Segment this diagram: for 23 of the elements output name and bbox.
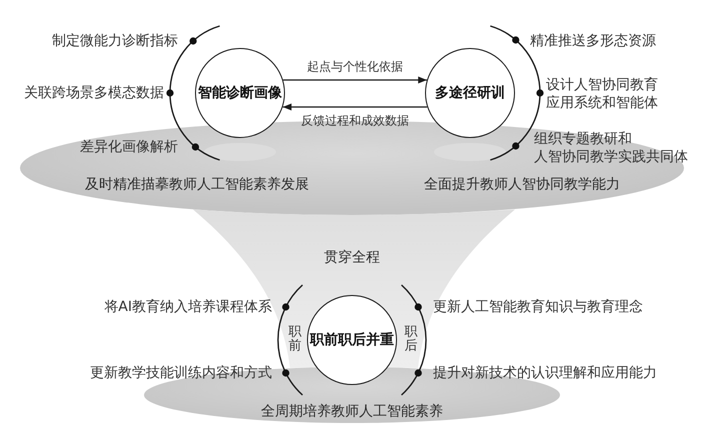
arrow [282, 104, 428, 110]
funnel-caption: 贯穿全程 [324, 250, 380, 266]
circle-title: 多途径研训 [435, 84, 505, 102]
edge-label: 反馈过程和成效数据 [301, 114, 409, 128]
band-caption: 全周期培养教师人工智能素养 [261, 404, 443, 420]
vertical-label: 职后 [404, 326, 418, 354]
vertical-label: 职前 [288, 326, 302, 354]
band-caption: 全面提升教师人智协同教学能力 [424, 176, 620, 194]
item-label: 将AI教育纳入培养课程体系 [104, 298, 272, 316]
item-label: 更新人工智能教育知识与教育理念 [433, 298, 643, 316]
circle-title: 智能诊断画像 [198, 84, 282, 102]
item-label: 设计人智协同教育应用系统和智能体 [546, 76, 658, 112]
item-label: 组织专题教研和人智协同教学实践共同体 [534, 130, 688, 166]
circle-title: 职前职后并重 [310, 332, 394, 348]
item-label: 提升对新技术的认识理解和应用能力 [433, 364, 657, 382]
item-label: 差异化画像解析 [80, 138, 178, 156]
item-label: 更新教学技能训练内容和方式 [90, 364, 272, 382]
arrow [283, 76, 427, 84]
band-caption: 及时精准描摹教师人工智能素养发展 [85, 176, 309, 194]
item-label: 精准推送多形态资源 [530, 32, 656, 50]
item-label: 关联跨场景多模态数据 [24, 84, 164, 102]
item-label: 制定微能力诊断指标 [52, 32, 178, 50]
edge-label: 起点与个性化依据 [307, 60, 403, 74]
